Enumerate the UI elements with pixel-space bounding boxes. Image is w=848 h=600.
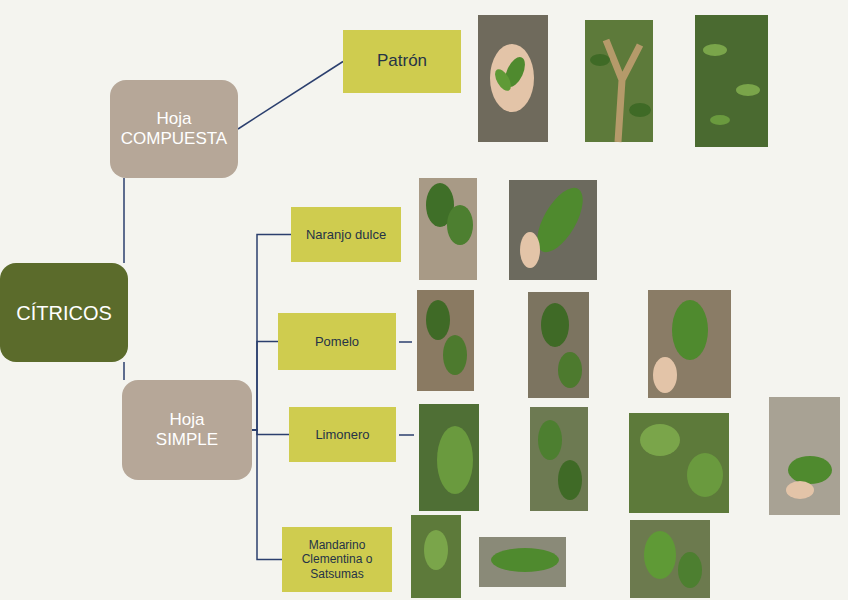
leaf-photo xyxy=(585,20,653,142)
leaf-photo xyxy=(769,397,840,515)
root-box: CÍTRICOS xyxy=(0,263,128,362)
leaf-photo xyxy=(478,15,548,142)
leader-line xyxy=(399,434,414,436)
node-label: Pomelo xyxy=(315,334,359,350)
connector-line xyxy=(252,430,282,560)
species-box: Pomelo xyxy=(278,313,396,370)
node-label: Limonero xyxy=(315,427,369,443)
connector-line xyxy=(252,342,278,431)
leaf-photo xyxy=(419,178,477,280)
leaf-photo xyxy=(695,15,768,147)
node-label: Naranjo dulce xyxy=(306,227,386,243)
species-box: Limonero xyxy=(289,407,396,462)
node-label: Patrón xyxy=(377,51,427,71)
species-box: Patrón xyxy=(343,30,461,93)
leaf-photo xyxy=(648,290,731,398)
leaf-photo xyxy=(528,292,589,398)
leader-line xyxy=(399,341,412,343)
category-box: Hoja SIMPLE xyxy=(122,380,252,480)
connector-line xyxy=(123,362,125,380)
leaf-photo xyxy=(509,180,597,280)
node-label: Hoja COMPUESTA xyxy=(121,109,227,150)
species-box: Mandarino Clementina o Satsumas xyxy=(282,527,392,592)
connector-line xyxy=(238,62,343,130)
category-box: Hoja COMPUESTA xyxy=(110,80,238,178)
node-label: Hoja SIMPLE xyxy=(156,410,218,451)
leaf-photo xyxy=(417,290,474,391)
species-box: Naranjo dulce xyxy=(291,207,401,262)
leaf-photo xyxy=(629,413,729,513)
leaf-photo xyxy=(479,537,566,587)
leaf-photo xyxy=(630,520,710,598)
node-label: CÍTRICOS xyxy=(16,301,112,325)
connector-line xyxy=(123,178,125,263)
leaf-photo xyxy=(530,407,588,511)
leaf-photo xyxy=(411,515,461,598)
leaf-photo xyxy=(419,404,479,511)
node-label: Mandarino Clementina o Satsumas xyxy=(295,538,379,581)
